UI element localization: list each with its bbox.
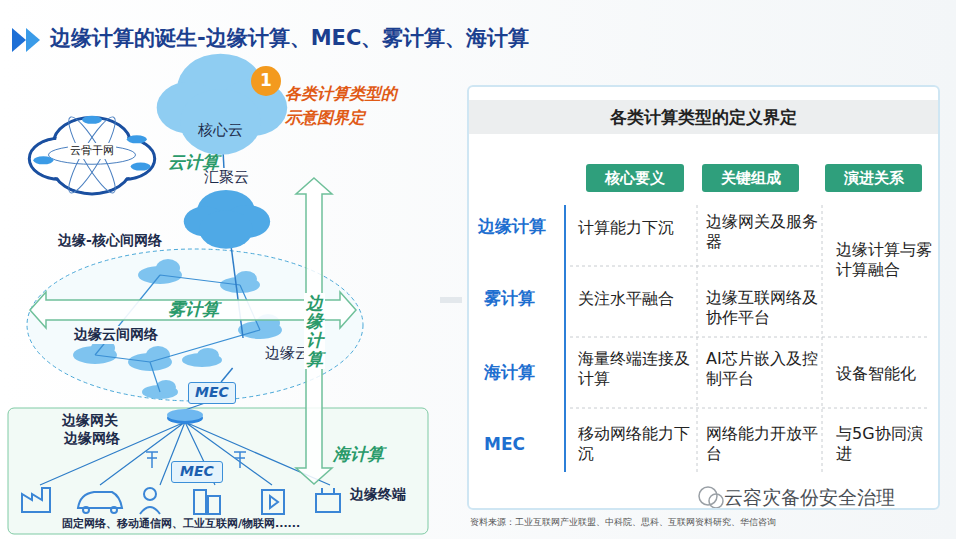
watermark-icon xyxy=(699,487,723,508)
diagram-label: 边缘-核心间网络 xyxy=(58,232,162,250)
column-header: 关键组成 xyxy=(702,164,799,192)
backbone-cloud: 云骨干网 xyxy=(28,112,156,190)
column-header: 核心要义 xyxy=(586,164,684,192)
edge-links xyxy=(95,275,260,392)
node-text: 海计算 xyxy=(333,444,384,465)
table-cell: 雾计算 xyxy=(484,288,535,309)
title-icon xyxy=(12,28,40,52)
node-text: MEC xyxy=(180,463,214,481)
table-cell: 关注水平融合 xyxy=(578,289,693,309)
column-header: 演进关系 xyxy=(825,164,922,192)
table-cell: 海量终端连接及计算 xyxy=(578,349,690,389)
table-cell: AI芯片嵌入及控制平台 xyxy=(706,349,818,389)
definition-panel: 各类计算类型的定义界定核心要义 关键组成 演进关系 xyxy=(467,85,940,510)
table-cell: MEC xyxy=(484,434,525,455)
varrow-shape xyxy=(296,178,332,484)
table-rule xyxy=(822,205,823,472)
node-text: 汇聚云 xyxy=(204,168,249,187)
table-rule xyxy=(570,337,930,338)
table-cell: 移动网络能力下沉 xyxy=(578,424,690,464)
node-text: 演进关系 xyxy=(844,169,904,188)
edge-region xyxy=(27,249,363,401)
sea-computing-region: 海计算 MEC xyxy=(8,408,428,534)
fog-arrow: 雾计算 xyxy=(30,292,356,328)
node-text: 边缘计算 xyxy=(304,293,325,370)
diagram-label: 边缘网络 xyxy=(62,430,122,448)
table-cell: 设备智能化 xyxy=(836,364,934,384)
callout-number: 1 xyxy=(251,66,281,96)
node-text: 1 xyxy=(260,70,272,91)
table-rule xyxy=(570,408,930,409)
watermark: 云容灾备份安全治理 xyxy=(724,486,895,510)
table-cell: 网络能力开放平台 xyxy=(706,424,818,464)
table-rule xyxy=(570,266,820,267)
diagram-label: 固定网络、移动通信网、工业互联网/物联网...... xyxy=(60,517,302,531)
table-rule xyxy=(564,205,566,472)
table-cell: 边缘计算 xyxy=(478,216,546,237)
table-cell: 边缘网关及服务器 xyxy=(706,212,818,252)
mec-box: MEC xyxy=(188,382,236,404)
network-link xyxy=(231,246,243,338)
cloudlow-shape xyxy=(178,168,274,246)
network-link xyxy=(222,150,224,168)
panel-ground xyxy=(467,85,940,510)
table-cell: 与5G协同演进 xyxy=(836,424,934,464)
diagram-label: 云计算 xyxy=(168,152,219,173)
divider-chevron xyxy=(440,297,462,303)
node-text: 云骨干网 xyxy=(68,143,116,159)
access-lines xyxy=(40,403,330,485)
terminal-icons xyxy=(22,488,340,514)
node-text: 关键组成 xyxy=(721,169,781,188)
node-text: MEC xyxy=(195,384,229,402)
aggregation-cloud: 汇聚云 xyxy=(178,168,274,246)
edge-arrow: 边缘计算 xyxy=(296,178,332,484)
plain-shape xyxy=(180,338,310,368)
table-cell: 边缘计算与雾计算融合 xyxy=(836,240,934,280)
backbone-shape xyxy=(28,112,156,190)
diagram-label: 边缘终端 xyxy=(348,486,408,504)
diagram-label: 边缘云间网络 xyxy=(72,326,160,344)
node-text: 边缘云 xyxy=(265,344,310,363)
core-cloud: 核心云 xyxy=(148,56,293,150)
edge-cloud: 边缘云 xyxy=(180,338,310,368)
harrow-shape xyxy=(30,292,356,328)
node-text: 各类计算类型的定义界定 xyxy=(610,107,797,128)
node-text: 核心云 xyxy=(198,121,243,140)
source-note: 资料来源：工业互联网产业联盟、中科院、思科、互联网资料研究、华信咨询 xyxy=(470,517,776,528)
cloud-shape xyxy=(148,56,293,150)
diagram-label: 边缘网关 xyxy=(60,412,120,430)
diagram-label: 各类计算类型的示意图界定 xyxy=(285,82,397,130)
table-cell: 计算能力下沉 xyxy=(578,218,693,238)
antenna-icons xyxy=(146,452,246,468)
page-title: 边缘计算的诞生-边缘计算、MEC、雾计算、海计算 xyxy=(50,26,529,51)
node-text: 雾计算 xyxy=(168,299,219,320)
table-cell: 边缘互联网络及协作平台 xyxy=(706,288,818,328)
mec-box: MEC xyxy=(171,461,223,483)
table-cell: 海计算 xyxy=(484,362,535,383)
gateway-disc xyxy=(167,409,203,421)
table-rule xyxy=(697,205,698,472)
panel-heading-band xyxy=(468,100,939,134)
edge-clouds xyxy=(73,259,282,399)
node-text: 核心要义 xyxy=(605,169,665,188)
sea-region-ground xyxy=(8,408,428,534)
network-link xyxy=(221,368,233,382)
